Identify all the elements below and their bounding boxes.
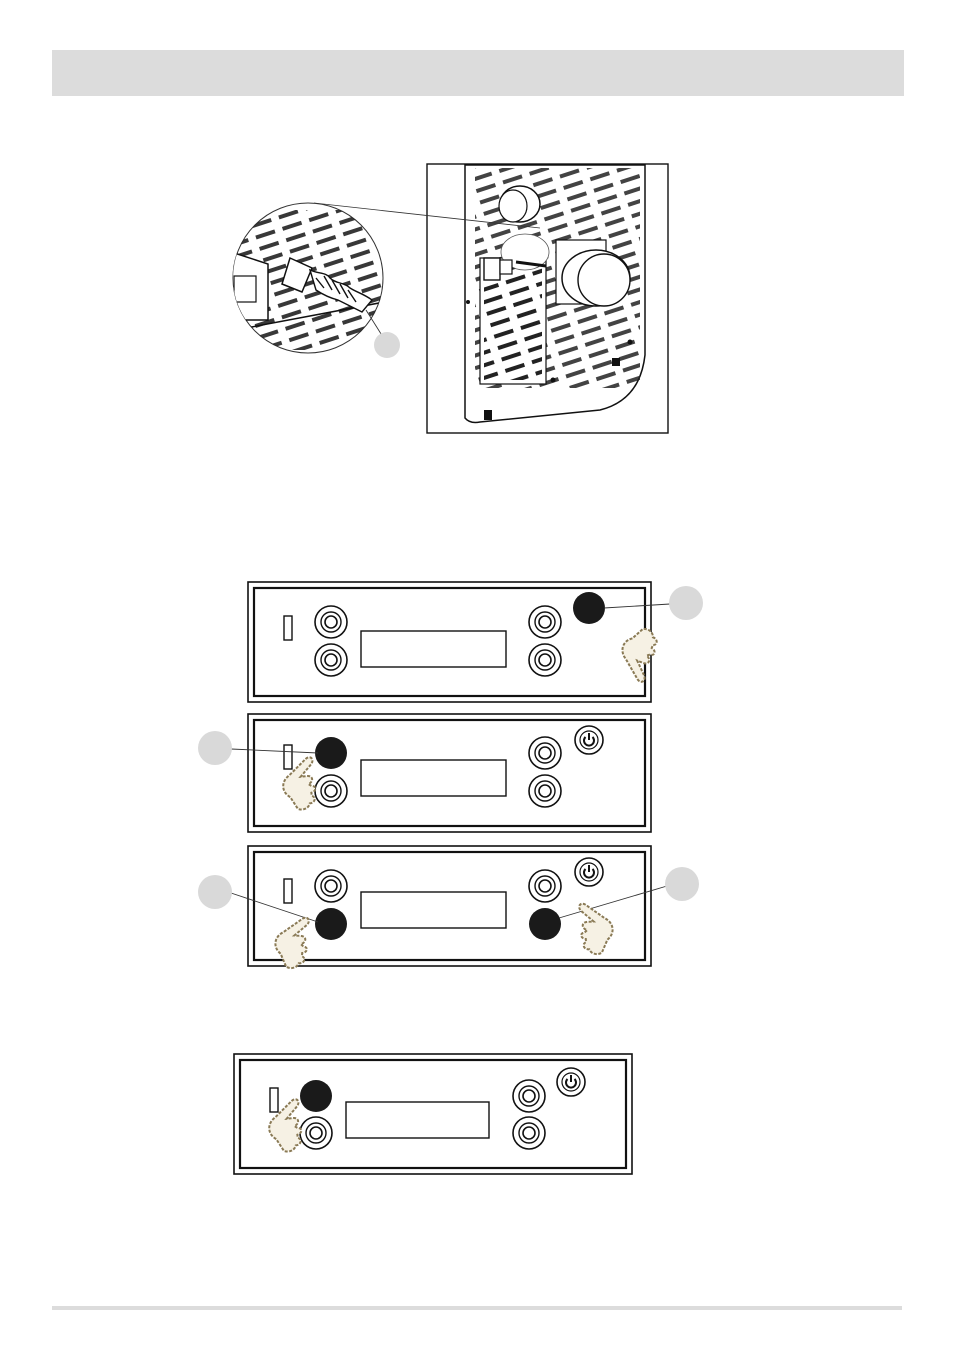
pressed-button[interactable]	[315, 737, 347, 769]
page-footer-rule	[52, 1306, 902, 1310]
callout-badge	[669, 586, 703, 620]
callout-badge	[198, 875, 232, 909]
panel-button[interactable]	[528, 869, 562, 903]
callout-badge	[374, 332, 400, 358]
callout-badge	[665, 867, 699, 901]
panel-button[interactable]	[528, 643, 562, 677]
indicator-slot	[283, 744, 293, 770]
indicator-slot	[283, 878, 293, 904]
panel-button[interactable]	[528, 736, 562, 770]
pressed-button[interactable]	[300, 1080, 332, 1112]
pressed-button[interactable]	[529, 908, 561, 940]
display-screen	[360, 759, 507, 797]
heater-rear-figure	[232, 163, 669, 434]
power-icon[interactable]	[574, 857, 604, 887]
connector-zoom-detail	[232, 202, 384, 354]
panel-button[interactable]	[528, 605, 562, 639]
control-panel-4	[233, 1053, 633, 1175]
callout-badge	[198, 731, 232, 765]
panel-button[interactable]	[314, 774, 348, 808]
panel-button[interactable]	[512, 1079, 546, 1113]
display-screen	[360, 630, 507, 668]
panel-button[interactable]	[314, 869, 348, 903]
panel-button[interactable]	[299, 1116, 333, 1150]
indicator-slot	[269, 1087, 279, 1113]
display-screen	[360, 891, 507, 929]
control-panel-1	[247, 581, 703, 703]
panel-button[interactable]	[528, 774, 562, 808]
page-header-bar	[52, 50, 904, 96]
control-panel-2	[198, 713, 652, 833]
power-icon[interactable]	[574, 725, 604, 755]
power-icon[interactable]	[556, 1067, 586, 1097]
indicator-slot	[283, 615, 293, 641]
control-panel-3	[198, 845, 699, 972]
panel-button[interactable]	[314, 605, 348, 639]
pressed-button[interactable]	[315, 908, 347, 940]
pressed-button[interactable]	[573, 592, 605, 624]
display-screen	[345, 1101, 490, 1139]
panel-button[interactable]	[512, 1116, 546, 1150]
panel-button[interactable]	[314, 643, 348, 677]
